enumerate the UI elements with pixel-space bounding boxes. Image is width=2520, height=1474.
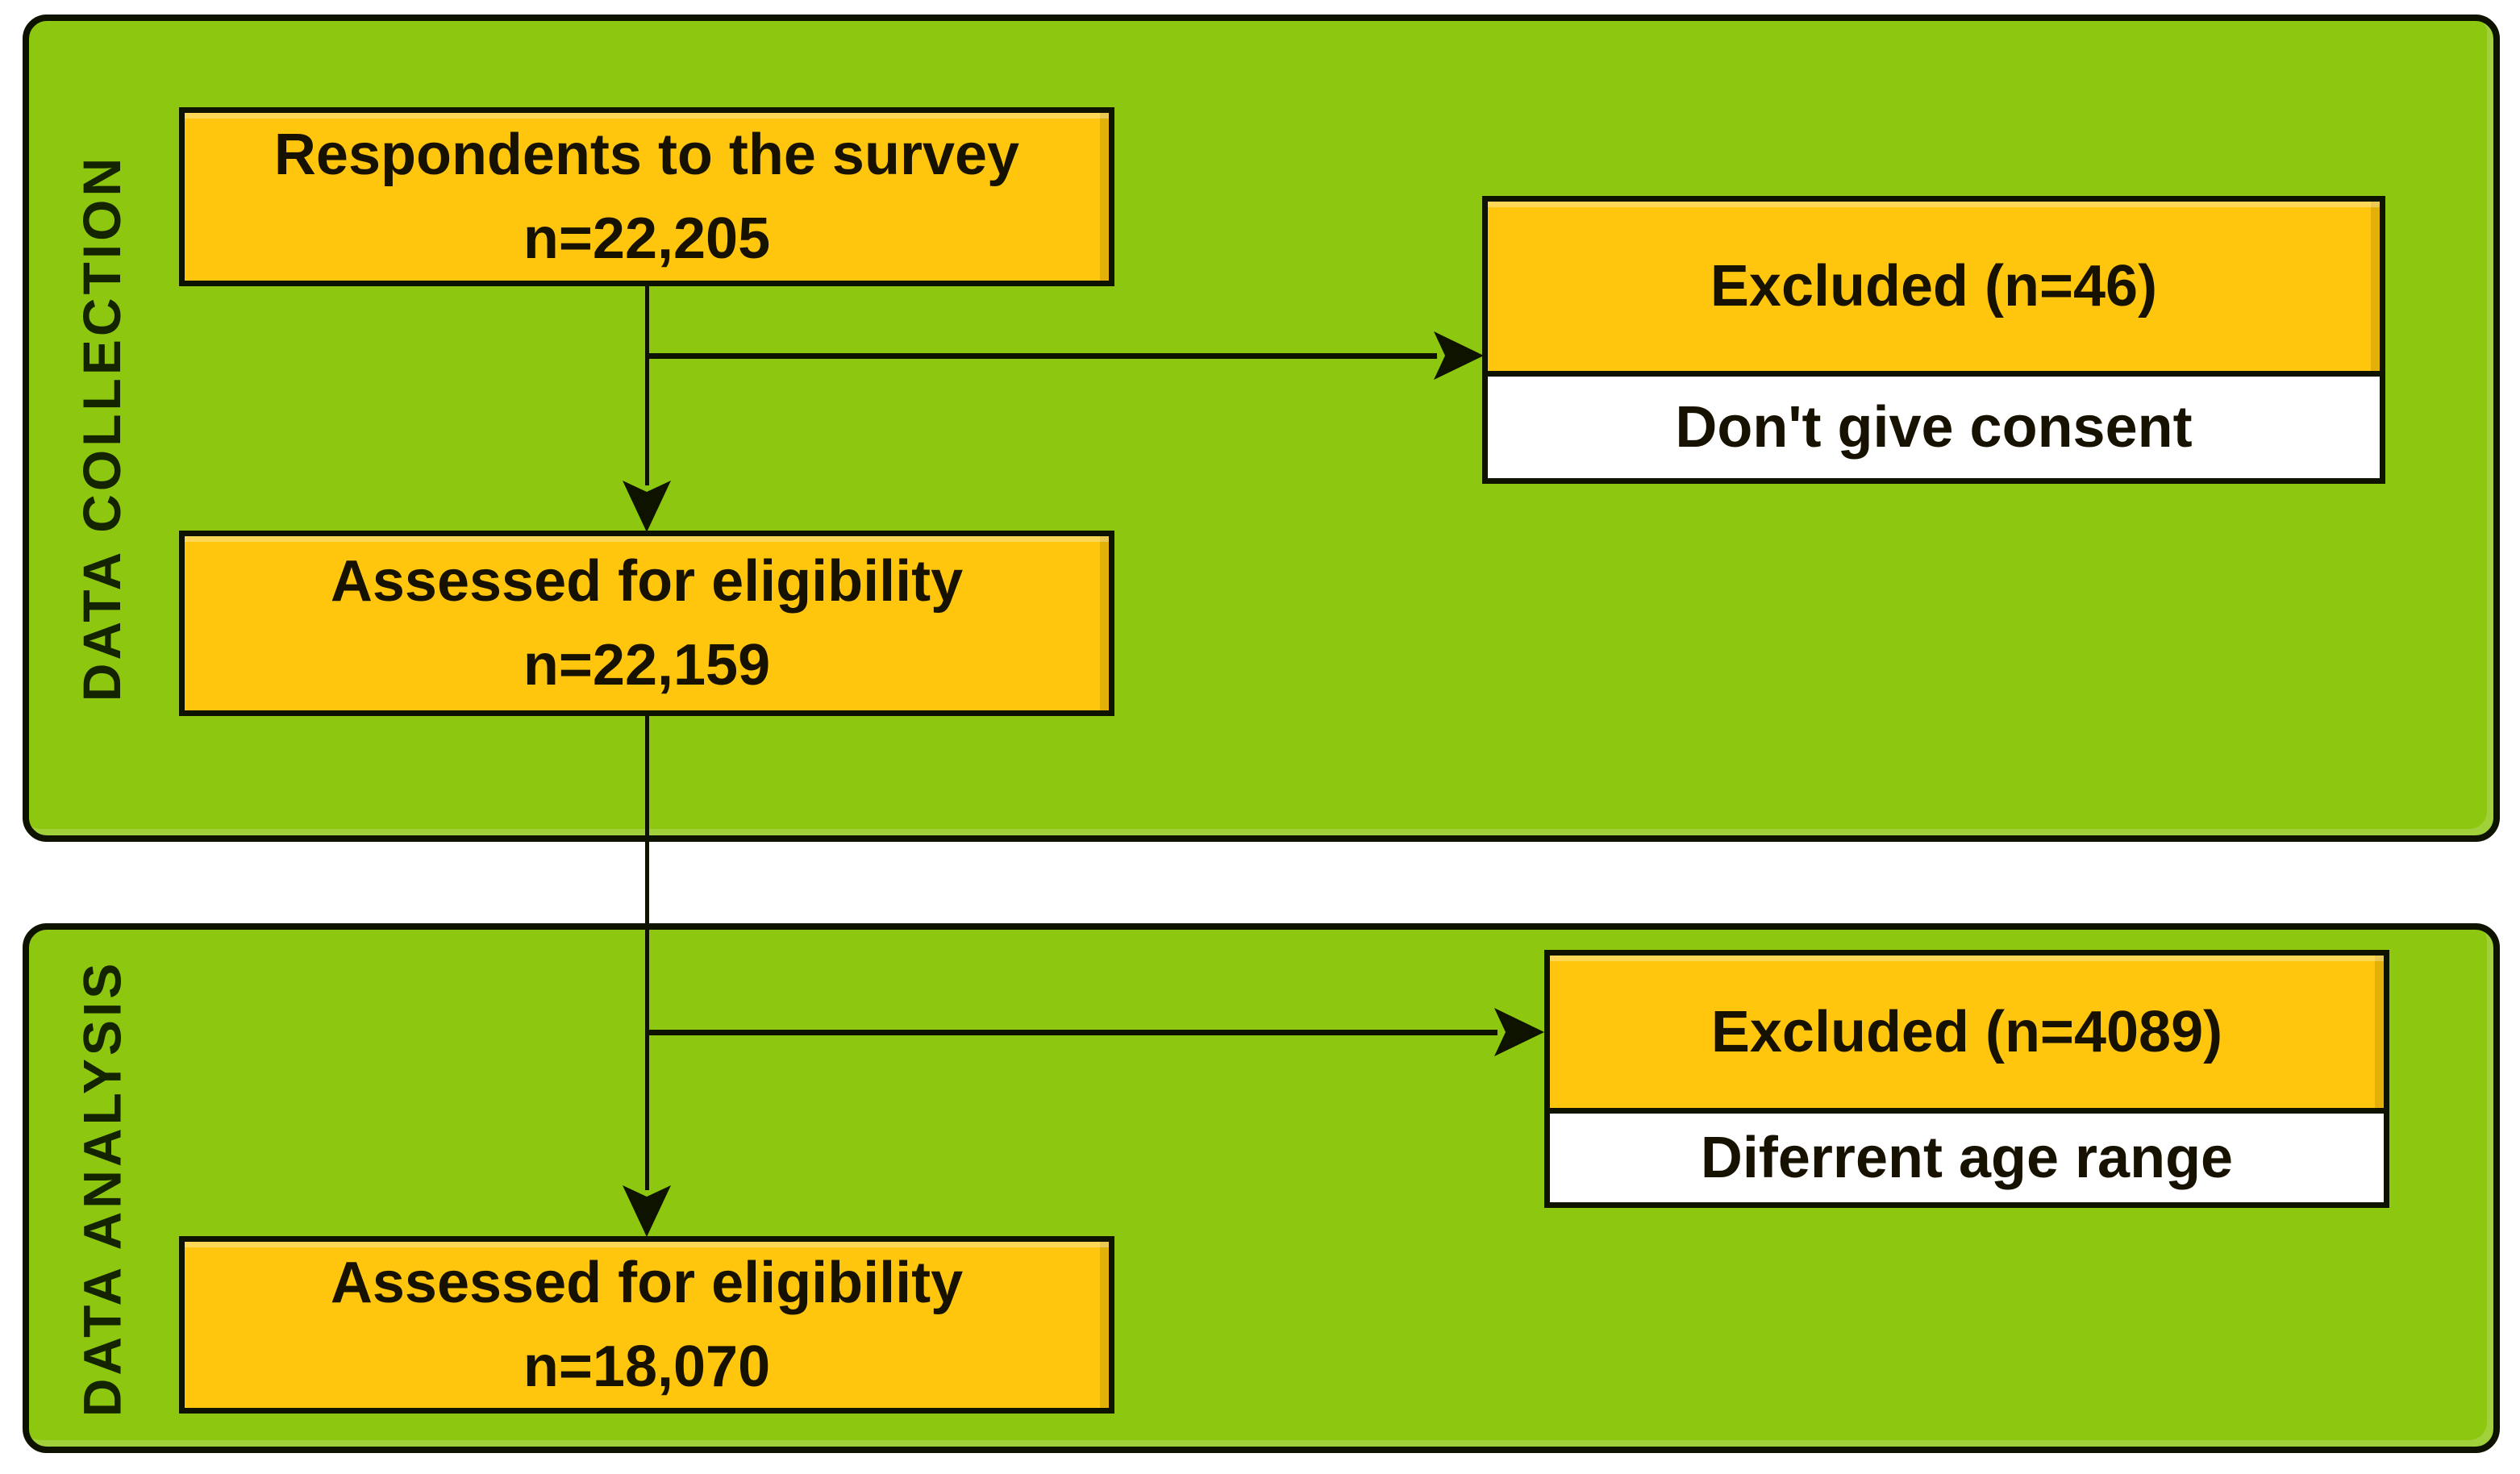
excluded-analysis-box: Excluded (n=4089) Diferrent age range bbox=[1544, 950, 2389, 1208]
connector-respondents-to-assessed bbox=[645, 284, 649, 485]
assessed-collection-count: n=22,159 bbox=[523, 633, 771, 697]
data-analysis-label-column: DATA ANALYSIS bbox=[23, 923, 181, 1453]
assessed-analysis-count: n=18,070 bbox=[523, 1335, 771, 1399]
excluded-collection-reason: Don't give consent bbox=[1675, 395, 2193, 460]
data-collection-label: DATA COLLECTION bbox=[72, 154, 131, 702]
excluded-collection-title: Excluded (n=46) bbox=[1710, 254, 2158, 319]
excluded-collection-header: Excluded (n=46) bbox=[1488, 202, 2380, 377]
connector-branch-to-excluded-analysis bbox=[647, 1030, 1497, 1035]
data-collection-label-column: DATA COLLECTION bbox=[23, 15, 181, 842]
excluded-analysis-header: Excluded (n=4089) bbox=[1550, 956, 2384, 1114]
excluded-collection-reason-row: Don't give consent bbox=[1488, 377, 2380, 478]
excluded-analysis-reason-row: Diferrent age range bbox=[1550, 1114, 2384, 1202]
assessed-analysis-title: Assessed for eligibility bbox=[330, 1251, 964, 1315]
respondents-count: n=22,205 bbox=[523, 206, 771, 271]
respondents-box: Respondents to the survey n=22,205 bbox=[179, 107, 1114, 286]
excluded-analysis-title: Excluded (n=4089) bbox=[1710, 999, 2223, 1064]
connector-branch-to-excluded-collection bbox=[647, 353, 1437, 359]
arrowhead-right-icon bbox=[1434, 331, 1484, 380]
excluded-collection-box: Excluded (n=46) Don't give consent bbox=[1482, 196, 2385, 484]
connector-assessed-to-analysis bbox=[645, 714, 649, 1190]
assessed-collection-title: Assessed for eligibility bbox=[330, 549, 964, 614]
arrowhead-down-icon bbox=[623, 1185, 671, 1237]
excluded-analysis-reason: Diferrent age range bbox=[1700, 1126, 2234, 1190]
data-analysis-label: DATA ANALYSIS bbox=[72, 960, 131, 1417]
arrowhead-right-icon bbox=[1494, 1008, 1544, 1056]
assessed-analysis-box: Assessed for eligibility n=18,070 bbox=[179, 1236, 1114, 1414]
respondents-title: Respondents to the survey bbox=[273, 123, 1020, 187]
assessed-collection-box: Assessed for eligibility n=22,159 bbox=[179, 531, 1114, 716]
arrowhead-down-icon bbox=[623, 481, 671, 532]
